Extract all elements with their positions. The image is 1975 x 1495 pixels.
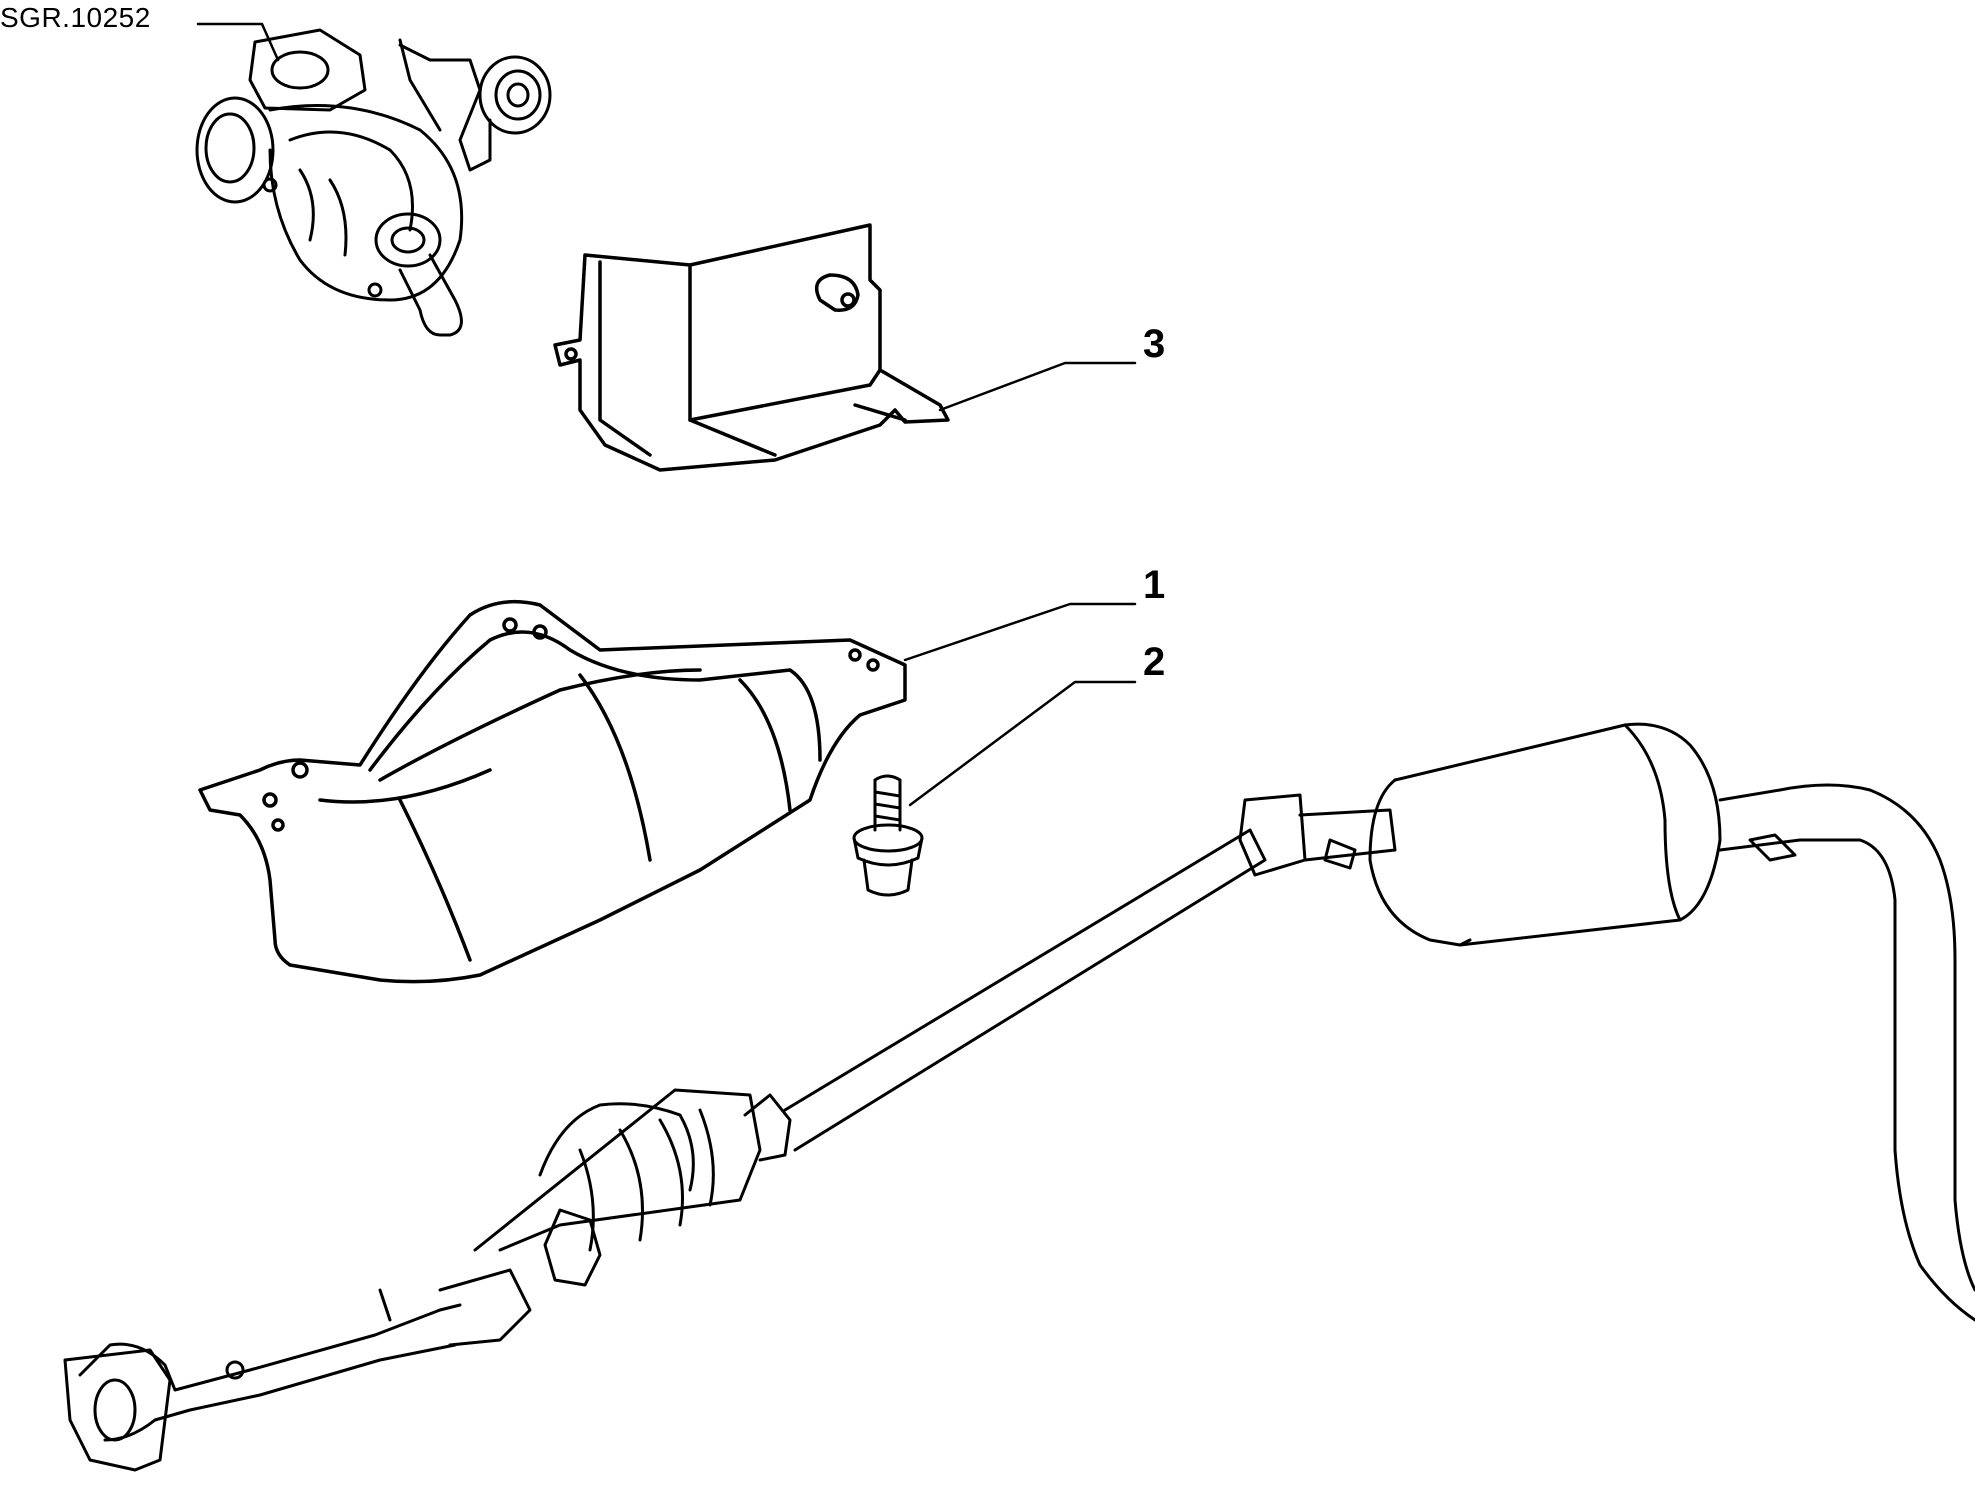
callout-number-3: 3 [1143,322,1166,366]
leader-lines [196,22,1137,807]
bolt-part-2 [852,774,924,897]
leader-line-ref-code [196,22,280,62]
exhaust-system-drawing [63,722,1975,1472]
heat-shield-upper-part-3 [553,223,950,472]
callout-number-2: 2 [1143,640,1166,684]
heat-shield-lower-part-1 [198,599,907,984]
leader-line-3 [938,361,1137,412]
turbocharger-drawing [195,28,552,337]
drawing-reference-code: SGR.10252 [0,2,151,33]
leader-line-1 [903,602,1137,662]
callout-number-1: 1 [1143,563,1166,607]
leader-line-2 [908,680,1137,807]
